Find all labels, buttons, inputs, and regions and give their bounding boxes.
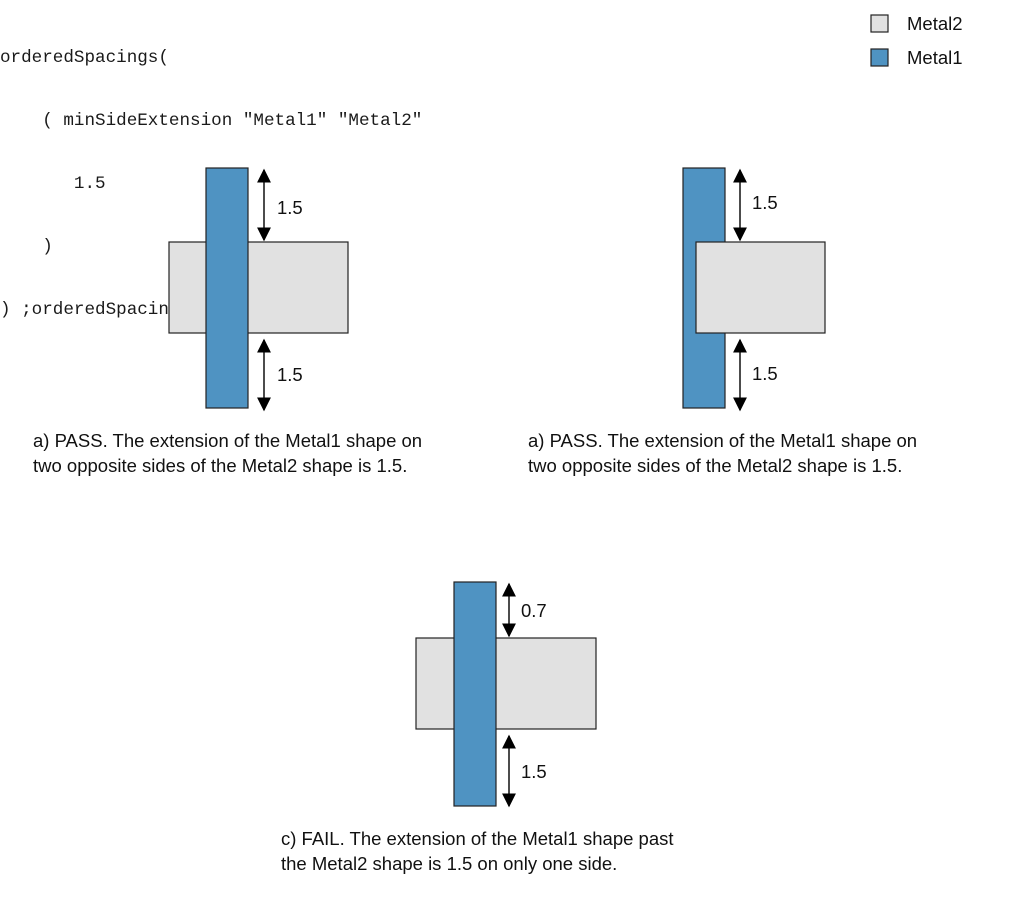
legend-label-metal2: Metal2 [907,13,963,34]
dimension-label-top: 1.5 [752,192,778,213]
dimension-label-bottom: 1.5 [752,363,778,384]
metal2-shape [415,637,597,730]
rule-code-block: orderedSpacings( ( minSideExtension "Met… [0,6,422,342]
figure-fail: 0.7 1.5 c) FAIL. The extension of the Me… [281,581,674,874]
code-line: ) [0,237,53,257]
legend-swatch-metal1 [870,48,889,67]
caption-line: a) PASS. The extension of the Metal1 sha… [528,430,917,451]
code-line: 1.5 [0,174,106,194]
metal1-shape [453,581,497,807]
caption-line: a) PASS. The extension of the Metal1 sha… [33,430,422,451]
metal2-shape [695,241,826,334]
metal2-shape [168,241,349,334]
legend: Metal2 Metal1 [870,13,963,68]
dimension-label-bottom: 1.5 [521,761,547,782]
code-line: ) ;orderedSpacings [0,300,191,320]
dimension-label-bottom: 1.5 [277,364,303,385]
code-line: orderedSpacings( [0,48,169,68]
dimension-label-top: 0.7 [521,600,547,621]
caption-line: the Metal2 shape is 1.5 on only one side… [281,853,617,874]
legend-swatch-metal2 [870,14,889,33]
caption-line: two opposite sides of the Metal2 shape i… [528,455,902,476]
metal1-shape [205,167,249,409]
caption-line: two opposite sides of the Metal2 shape i… [33,455,407,476]
dimension-label-top: 1.5 [277,197,303,218]
legend-label-metal1: Metal1 [907,47,963,68]
figure-pass-centered: 1.5 1.5 a) PASS. The extension of the Me… [33,167,422,476]
caption-line: c) FAIL. The extension of the Metal1 sha… [281,828,674,849]
code-line: ( minSideExtension "Metal1" "Metal2" [0,111,423,131]
figure-pass-edge: 1.5 1.5 a) PASS. The extension of the Me… [528,167,917,476]
